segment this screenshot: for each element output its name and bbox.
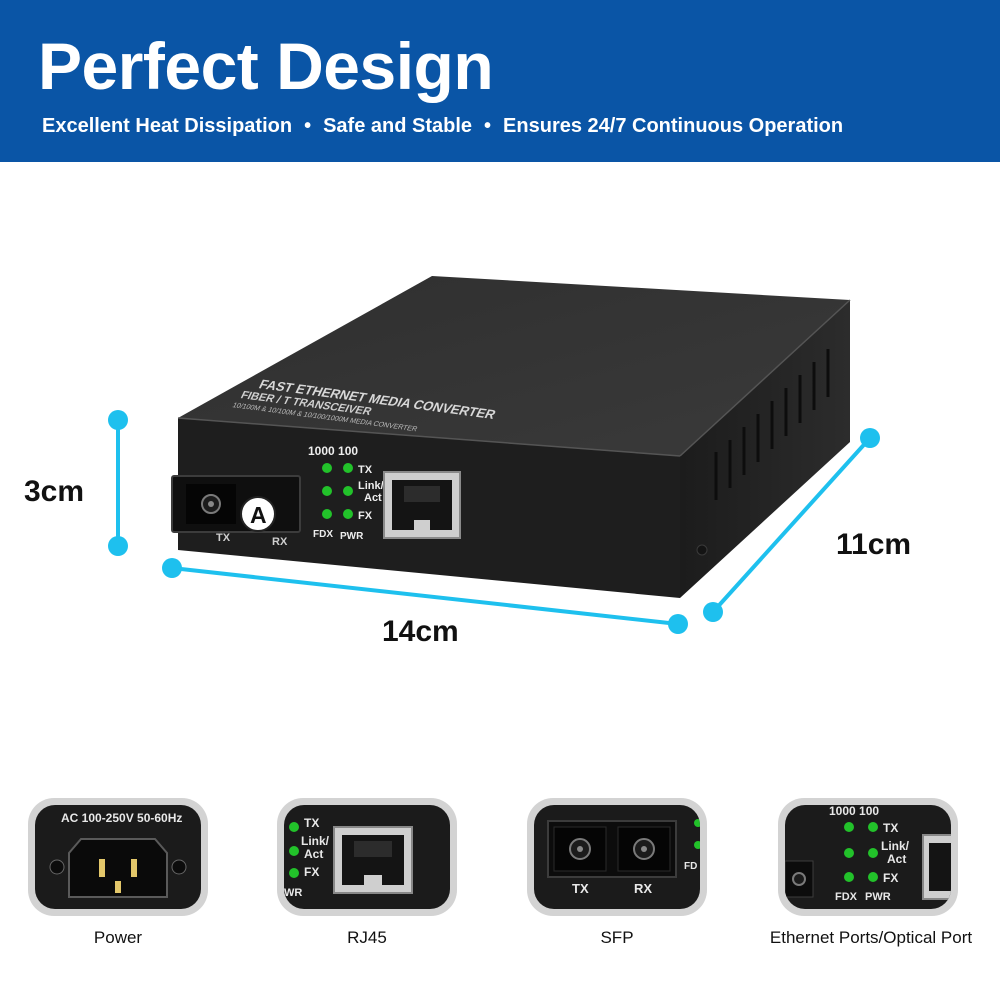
led-fx xyxy=(343,509,353,519)
width-marker-left xyxy=(162,558,182,578)
sfp-label-rx: RX xyxy=(634,881,653,896)
thumbnail-sfp: TX RX FD xyxy=(527,798,707,916)
sfp-label-tx: TX xyxy=(572,881,589,896)
feature-heat-dissipation: Excellent Heat Dissipation xyxy=(42,115,293,137)
led-array xyxy=(322,463,353,519)
led-label-fx: FX xyxy=(358,510,373,522)
led-label-pwr: PWR xyxy=(340,531,364,542)
bullet-separator: • xyxy=(304,115,312,137)
vent-slots xyxy=(714,349,830,500)
caption-power: Power xyxy=(93,928,143,947)
rj45-port xyxy=(383,471,461,539)
rj45-label-tx: TX xyxy=(304,816,320,830)
rj45-label-fx: FX xyxy=(304,865,320,879)
rj45-label-pwr: WR xyxy=(284,887,303,899)
panel-label-act: Act xyxy=(887,852,907,866)
panel-label-link: Link/ xyxy=(881,839,910,853)
bullet-separator: • xyxy=(484,115,492,137)
badge-a xyxy=(240,496,276,532)
depth-marker-top xyxy=(860,428,880,448)
sc-fiber-port xyxy=(171,475,301,533)
power-rating-print: AC 100-250V 50-60Hz xyxy=(61,811,183,825)
dimension-markers xyxy=(108,410,880,634)
height-dimension-label: 3cm xyxy=(24,475,85,508)
led-panel-icon: 1000 100 TX Link/ Act FX FDX PWR xyxy=(785,805,951,909)
media-converter-figure: FAST ETHERNET MEDIA CONVERTER FIBER / T … xyxy=(108,276,880,634)
led-label-fdx: FDX xyxy=(313,529,333,540)
chassis-top xyxy=(178,276,850,456)
led-label-link: Link/ xyxy=(358,480,384,492)
badge-a-label: A xyxy=(250,502,267,528)
panel-label-fdx: FDX xyxy=(835,891,857,903)
width-dimension-label: 14cm xyxy=(382,615,459,648)
panel-label-pwr: PWR xyxy=(865,891,891,903)
panel-label-fx: FX xyxy=(883,871,899,885)
depth-marker-bottom xyxy=(703,602,723,622)
sc-fiber-port-icon: TX RX FD xyxy=(534,805,700,909)
led-label-act: Act xyxy=(364,492,382,504)
led-label-tx: TX xyxy=(358,464,373,476)
feature-continuous-operation: Ensures 24/7 Continuous Operation xyxy=(503,115,844,137)
height-marker-top xyxy=(108,410,128,430)
led-1000-tx xyxy=(322,463,332,473)
caption-ethernet-optical: Ethernet Ports/Optical Port xyxy=(769,928,973,947)
thumbnail-led-panel: 1000 100 TX Link/ Act FX FDX PWR xyxy=(778,798,958,916)
feature-safe-stable: Safe and Stable xyxy=(323,115,473,137)
width-marker-line xyxy=(171,566,679,626)
thumbnail-power: AC 100-250V 50-60Hz xyxy=(28,798,208,916)
port-label-rx: RX xyxy=(272,536,288,548)
panel-speed-header: 1000 100 xyxy=(829,805,880,818)
led-100-link xyxy=(343,486,353,496)
port-label-tx: TX xyxy=(216,532,231,544)
width-marker-right xyxy=(668,614,688,634)
led-fdx xyxy=(322,509,332,519)
iec-power-socket-icon: AC 100-250V 50-60Hz xyxy=(35,805,201,909)
depth-dimension-label: 11cm xyxy=(836,528,912,561)
height-marker-bottom xyxy=(108,536,128,556)
thumbnail-rj45: TX Link/ Act FX WR xyxy=(277,798,457,916)
chassis-screw xyxy=(696,544,708,556)
led-1000-link xyxy=(322,486,332,496)
caption-rj45: RJ45 xyxy=(347,928,387,947)
panel-label-tx: TX xyxy=(883,821,899,835)
rj45-label-act: Act xyxy=(304,847,324,861)
rj45-port-icon: TX Link/ Act FX WR xyxy=(284,805,450,909)
led-100-tx xyxy=(343,463,353,473)
led-speed-header: 1000 100 xyxy=(308,444,358,458)
header-banner: Perfect Design Excellent Heat Dissipatio… xyxy=(0,0,1000,162)
page-title: Perfect Design xyxy=(38,29,494,103)
rj45-label-link: Link/ xyxy=(301,834,330,848)
caption-sfp: SFP xyxy=(600,928,634,947)
feature-list: Excellent Heat Dissipation • Safe and Stab… xyxy=(42,115,843,138)
chassis-side xyxy=(680,300,850,598)
sfp-label-fd: FD xyxy=(684,861,698,872)
depth-marker-line xyxy=(711,436,872,614)
